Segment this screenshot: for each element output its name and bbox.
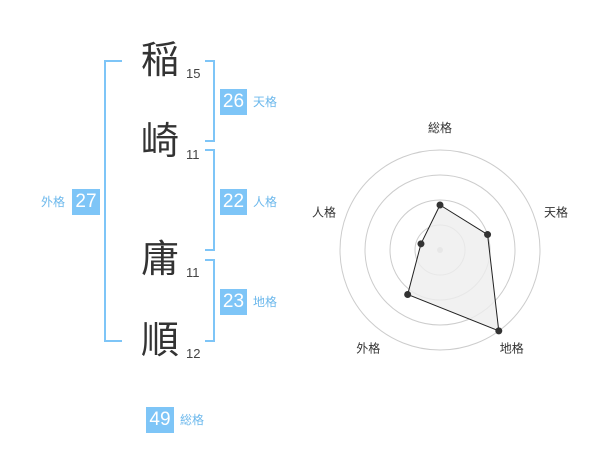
gaikaku-value: 27 bbox=[72, 189, 100, 215]
radar-axis-label-2: 地格 bbox=[500, 341, 524, 356]
stroke-count-1: 15 bbox=[186, 66, 201, 81]
chikaku-bracket bbox=[205, 259, 215, 342]
radar-axis-label-3: 外格 bbox=[356, 341, 380, 356]
radar-ring bbox=[364, 174, 516, 326]
radar-ring bbox=[339, 149, 541, 351]
tenkaku-label: 天格 bbox=[253, 95, 278, 109]
tenkaku-bracket bbox=[205, 60, 215, 142]
name-char-1: 稲 bbox=[141, 38, 180, 82]
soukaku-label: 総格 bbox=[180, 413, 205, 427]
radar-point-3 bbox=[404, 290, 412, 298]
jinkaku-bracket bbox=[205, 149, 215, 251]
name-char-2: 崎 bbox=[141, 119, 180, 163]
tenkaku-value: 26 bbox=[220, 89, 247, 115]
gaikaku-bracket bbox=[104, 60, 122, 342]
radar-area bbox=[407, 204, 500, 332]
radar-point-1 bbox=[484, 231, 492, 239]
jinkaku-value: 22 bbox=[220, 189, 247, 215]
stroke-count-3: 11 bbox=[186, 265, 200, 280]
chikaku-value: 23 bbox=[220, 289, 247, 315]
radar-point-2 bbox=[495, 327, 503, 335]
stroke-count-2: 11 bbox=[186, 147, 200, 162]
name-char-3: 庸 bbox=[141, 237, 180, 281]
jinkaku-label: 人格 bbox=[253, 195, 278, 209]
radar-point-4 bbox=[417, 240, 425, 248]
chikaku-label: 地格 bbox=[253, 295, 278, 309]
stroke-count-4: 12 bbox=[186, 346, 201, 361]
radar-point-0 bbox=[436, 201, 444, 209]
radar-axis-label-4: 人格 bbox=[312, 204, 336, 219]
name-char-4: 順 bbox=[141, 318, 180, 362]
radar-axis-label-0: 総格 bbox=[428, 120, 452, 135]
gaikaku-label: 外格 bbox=[41, 195, 66, 209]
radar-axis-label-1: 天格 bbox=[544, 204, 568, 219]
soukaku-value: 49 bbox=[146, 407, 174, 433]
